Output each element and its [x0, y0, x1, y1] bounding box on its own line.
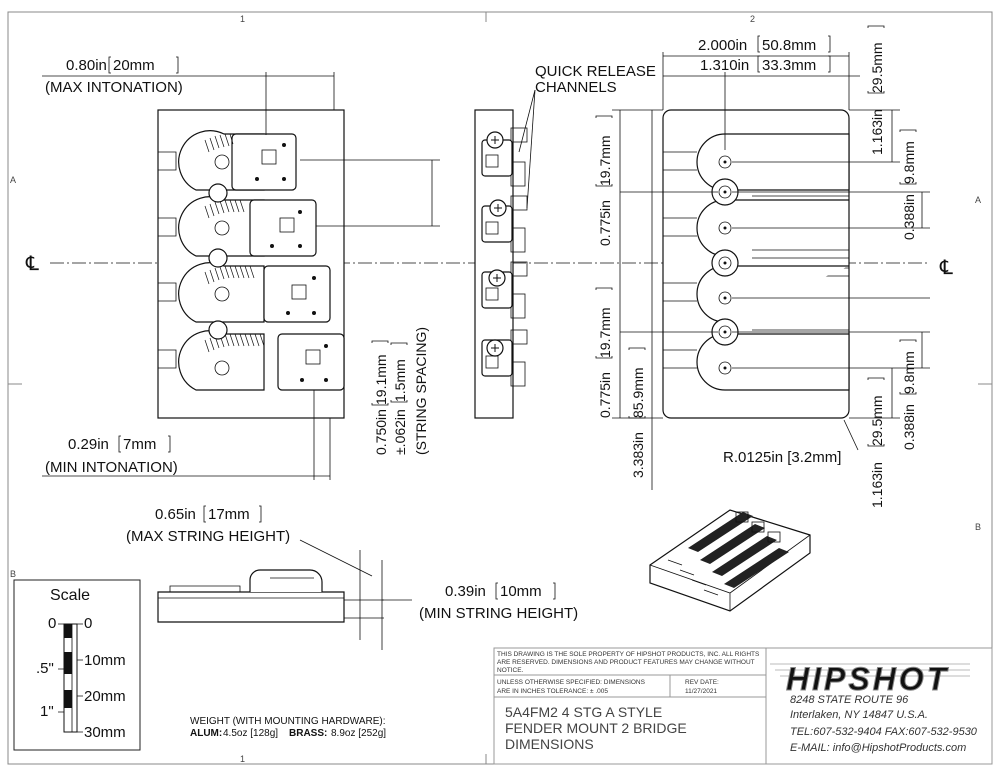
overall-length-value: 3.383in [630, 432, 646, 478]
grid-column-1-bottom: 1 [240, 754, 245, 764]
quick-release-callout-line2: CHANNELS [535, 79, 617, 96]
saddle-3 [178, 262, 331, 323]
weight-brass-label: BRASS: [289, 728, 327, 739]
max-intonation-value: 0.80in [66, 57, 107, 74]
centerline-symbol-right: ℄ [939, 257, 953, 279]
grid-row-a-right: A [975, 195, 981, 205]
title-block [493, 647, 993, 765]
unless-line1: UNLESS OTHERWISE SPECIFIED: DIMENSIONS [497, 679, 646, 686]
weight-brass-value: 8.9oz [252g] [331, 728, 386, 739]
scale-right-20mm: 20mm [84, 688, 126, 705]
min-intonation-label: (MIN INTONATION) [45, 459, 178, 476]
scale-left-half-inch: .5" [36, 660, 54, 677]
title-line3: DIMENSIONS [505, 736, 594, 752]
bottom-pitch-metric: 9.8mm [901, 351, 917, 394]
grid-column-2: 2 [750, 14, 755, 24]
scale-right-0: 0 [84, 615, 92, 632]
top-pitch-value: 0.388in [901, 194, 917, 240]
lower-span-value: 0.775in [597, 372, 613, 418]
bottom-view [662, 109, 850, 419]
height-view [157, 569, 384, 623]
min-intonation-value: 0.29in [68, 436, 109, 453]
max-height-metric: 17mm [208, 506, 250, 523]
lower-span-metric: 19.7mm [597, 307, 613, 358]
min-height-label: (MIN STRING HEIGHT) [419, 605, 578, 622]
max-intonation-metric: 20mm [113, 57, 155, 74]
bottom-pitch-value: 0.388in [901, 404, 917, 450]
address-line2: Interlaken, NY 14847 U.S.A. [790, 709, 928, 721]
top-offset-metric: 29.5mm [869, 42, 885, 93]
overall-width-metric: 50.8mm [762, 37, 816, 54]
saddle-2 [178, 196, 317, 257]
corner-radius: R.0125in [3.2mm] [723, 449, 841, 466]
top-view [157, 109, 345, 419]
min-intonation-metric: 7mm [123, 436, 156, 453]
string-spacing-label: (STRING SPACING) [413, 327, 429, 455]
address-line1: 8248 STATE ROUTE 96 [790, 694, 909, 706]
scale-left-1-inch: 1" [40, 703, 54, 720]
grid-column-1: 1 [240, 14, 245, 24]
string-spacing-tolerance-metric: 1.5mm [392, 359, 408, 402]
scale-right-30mm: 30mm [84, 724, 126, 741]
unless-line2: ARE IN INCHES TOLERANCE: ± .005 [497, 688, 608, 695]
max-height-label: (MAX STRING HEIGHT) [126, 528, 290, 545]
min-height-value: 0.39in [445, 583, 486, 600]
isometric-view [649, 509, 811, 612]
saddle-1 [178, 130, 297, 191]
bottom-offset-metric: 29.5mm [869, 395, 885, 446]
upper-span-metric: 19.7mm [597, 135, 613, 186]
string-spacing-value: 0.750in [373, 409, 389, 455]
upper-span-value: 0.775in [597, 200, 613, 246]
side-view [474, 89, 536, 419]
hole-spacing-value: 1.310in [700, 57, 749, 74]
top-pitch-metric: 9.8mm [901, 141, 917, 184]
email: E-MAIL: info@HipshotProducts.com [790, 742, 966, 754]
overall-length-metric: 85.9mm [630, 367, 646, 418]
min-height-metric: 10mm [500, 583, 542, 600]
scale-right-10mm: 10mm [84, 652, 126, 669]
hipshot-logo-text: HIPSHOT [786, 661, 949, 697]
title-line2: FENDER MOUNT 2 BRIDGE [505, 720, 687, 736]
max-intonation-label: (MAX INTONATION) [45, 79, 183, 96]
quick-release-callout-line1: QUICK RELEASE [535, 63, 656, 80]
top-offset-value: 1.163in [869, 109, 885, 155]
centerline-symbol-left: ℄ [25, 253, 39, 275]
grid-row-b-right: B [975, 522, 981, 532]
string-spacing-metric: 19.1mm [373, 354, 389, 405]
scale-left-0: 0 [48, 615, 56, 632]
hole-spacing-metric: 33.3mm [762, 57, 816, 74]
notice-line1: THIS DRAWING IS THE SOLE PROPERTY OF HIP… [497, 651, 760, 658]
phone-fax: TEL:607-532-9404 FAX:607-532-9530 [790, 726, 978, 738]
max-height-value: 0.65in [155, 506, 196, 523]
weight-alum-label: ALUM: [190, 728, 222, 739]
rev-date-label: REV DATE: [685, 679, 719, 686]
string-spacing-tolerance: ±.062in [392, 409, 408, 455]
overall-width-value: 2.000in [698, 37, 747, 54]
weight-alum-value: 4.5oz [128g] [223, 728, 278, 739]
weight-heading: WEIGHT (WITH MOUNTING HARDWARE): [190, 716, 386, 727]
rev-date-value: 11/27/2021 [685, 688, 717, 695]
notice-line2: ARE RESERVED. DIMENSIONS AND PRODUCT FEA… [497, 659, 755, 666]
scale-box: Scale 0 .5" 1" 0 10mm 20mm 30mm [13, 579, 141, 751]
grid-row-b: B [10, 569, 16, 579]
grid-row-a: A [10, 175, 16, 185]
notice-line3: NOTICE. [497, 667, 524, 674]
title-line1: 5A4FM2 4 STG A STYLE [505, 704, 662, 720]
bottom-offset-value: 1.163in [869, 462, 885, 508]
saddle-4 [178, 330, 345, 391]
hipshot-logo: HIPSHOT [770, 661, 970, 698]
scale-title: Scale [50, 587, 90, 604]
